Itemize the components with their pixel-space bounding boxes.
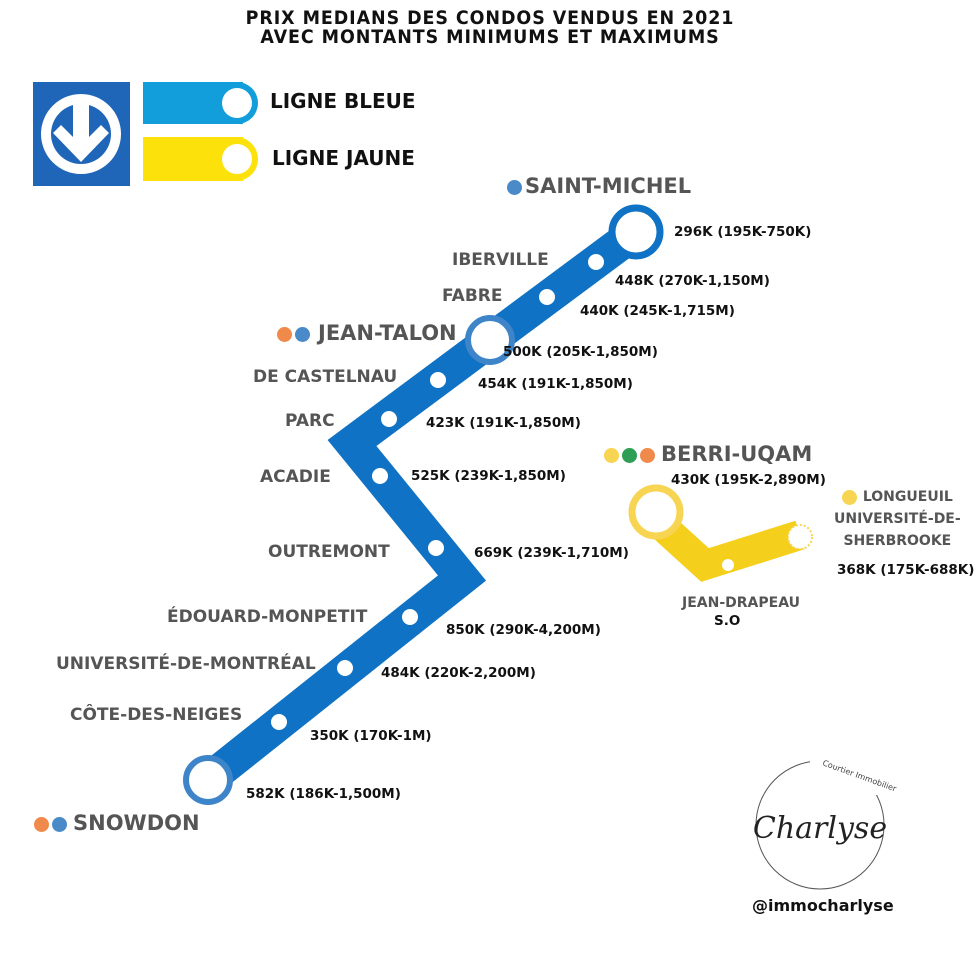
- label-acadie: ACADIE: [260, 467, 331, 487]
- price-snowdon: 582K (186K-1,500M): [246, 786, 401, 802]
- label-longueuil-line1: LONGUEUIL: [834, 486, 961, 508]
- label-fabre: FABRE: [442, 286, 503, 306]
- legend-yellow-station: [222, 144, 252, 174]
- blue-line-dot: [295, 326, 310, 342]
- price-jean-drapeau: S.O: [714, 613, 741, 629]
- label-longueuil-line3: SHERBROOKE: [843, 533, 952, 549]
- station-saint-michel: [608, 204, 664, 260]
- label-snowdon: SNOWDON: [34, 811, 200, 835]
- station-acadie: [372, 468, 388, 484]
- yellow-line-dot: [841, 489, 857, 505]
- label-outremont: OUTREMONT: [268, 542, 390, 562]
- station-longueuil: [787, 524, 813, 550]
- orange-line-dot: [277, 326, 292, 342]
- price-iberville: 448K (270K-1,150M): [615, 273, 770, 289]
- green-line-dot: [622, 447, 637, 463]
- price-berri-uqam: 430K (195K-2,890M): [671, 472, 826, 488]
- station-edouard-montpetit: [402, 609, 418, 625]
- label-edouard-montpetit: ÉDOUARD-MONPETIT: [167, 607, 368, 627]
- price-longueuil: 368K (175K-688K): [837, 562, 975, 578]
- blue-line-dot: [507, 179, 522, 195]
- station-jean-talon: [465, 315, 515, 365]
- station-iberville: [588, 254, 604, 270]
- orange-line-dot: [34, 816, 49, 832]
- social-handle: @immocharlyse: [752, 896, 894, 915]
- label-longueuil-line2: UNIVERSITÉ-DE-: [834, 511, 961, 527]
- title-line-2: AVEC MONTANTS MINIMUMS ET MAXIMUMS: [260, 26, 720, 48]
- orange-line-dot: [640, 447, 655, 463]
- station-universite-de-montreal: [337, 660, 353, 676]
- price-parc: 423K (191K-1,850M): [426, 415, 581, 431]
- label-de-castelnau: DE CASTELNAU: [253, 367, 398, 387]
- metro-arrow-icon: [41, 94, 121, 174]
- label-jean-talon: JEAN-TALON: [277, 321, 457, 345]
- price-outremont: 669K (239K-1,710M): [474, 545, 629, 561]
- price-universite-de-montreal: 484K (220K-2,200M): [381, 665, 536, 681]
- label-iberville: IBERVILLE: [452, 250, 549, 270]
- price-saint-michel: 296K (195K-750K): [674, 224, 812, 240]
- station-cote-des-neiges: [271, 714, 287, 730]
- legend-blue-label: LIGNE BLEUE: [270, 89, 416, 113]
- stm-logo: [33, 82, 130, 186]
- label-berri-uqam: BERRI-UQAM: [604, 442, 812, 466]
- price-edouard-montpetit: 850K (290K-4,200M): [446, 622, 601, 638]
- blue-line: [197, 218, 647, 794]
- blue-line-dot: [52, 816, 67, 832]
- price-acadie: 525K (239K-1,850M): [411, 468, 566, 484]
- label-cote-des-neiges: CÔTE-DES-NEIGES: [70, 705, 243, 725]
- yellow-line-dot: [604, 447, 619, 463]
- label-longueuil: LONGUEUIL UNIVERSITÉ-DE- SHERBROOKE: [834, 486, 961, 552]
- station-jean-drapeau: [722, 559, 734, 571]
- label-jean-drapeau: JEAN-DRAPEAU: [682, 595, 800, 611]
- station-snowdon: [183, 755, 233, 805]
- price-cote-des-neiges: 350K (170K-1M): [310, 728, 432, 744]
- station-de-castelnau: [430, 372, 446, 388]
- label-parc: PARC: [285, 411, 335, 431]
- price-jean-talon: 500K (205K-1,850M): [503, 344, 658, 360]
- station-parc: [381, 411, 397, 427]
- legend-blue-station: [222, 88, 252, 118]
- station-berri-uqam: [628, 484, 684, 540]
- station-outremont: [428, 540, 444, 556]
- price-de-castelnau: 454K (191K-1,850M): [478, 376, 633, 392]
- label-universite-de-montreal: UNIVERSITÉ-DE-MONTRÉAL: [56, 654, 316, 674]
- label-saint-michel: SAINT-MICHEL: [507, 174, 691, 198]
- price-fabre: 440K (245K-1,715M): [580, 303, 735, 319]
- charlyse-logo: Charlyse Courtier Immobilier: [753, 755, 898, 890]
- legend-yellow-label: LIGNE JAUNE: [272, 146, 415, 170]
- logo-name: Charlyse: [753, 811, 887, 846]
- station-fabre: [539, 289, 555, 305]
- title-line-1: PRIX MEDIANS DES CONDOS VENDUS EN 2021: [245, 7, 735, 29]
